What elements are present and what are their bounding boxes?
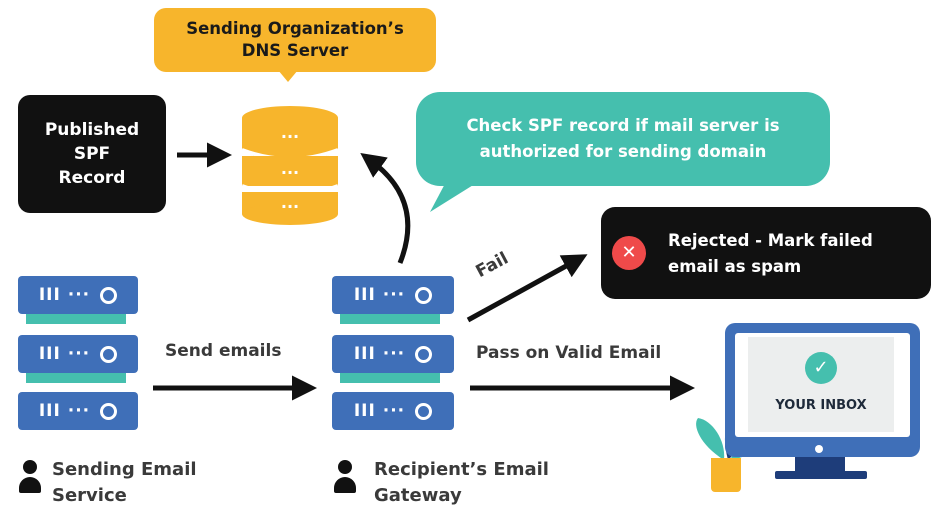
- dns-title-line1: Sending Organization’s: [186, 19, 404, 38]
- sender-connector: [26, 312, 126, 324]
- dns-title-line2: DNS Server: [241, 41, 349, 60]
- server-glyph: III ···: [38, 285, 91, 305]
- power-dot-icon: [415, 286, 433, 304]
- monitor-power-icon: [815, 445, 823, 453]
- sender-caption: Sending Email Service: [52, 457, 197, 509]
- power-dot-icon: [415, 345, 433, 363]
- power-dot-icon: [100, 286, 118, 304]
- svg-text:···: ···: [281, 197, 299, 216]
- spf-line1: Published: [44, 120, 140, 140]
- rejected-line2: email as spam: [668, 257, 802, 276]
- server-glyph: III ···: [38, 401, 91, 421]
- sender-caption-line1: Sending Email: [52, 459, 197, 480]
- power-dot-icon: [415, 402, 433, 420]
- arrow-fail: [466, 254, 588, 323]
- spf-record-box: Published SPF Record: [18, 95, 166, 213]
- send-emails-label: Send emails: [165, 341, 282, 361]
- check-icon: ✓: [805, 352, 837, 384]
- gateway-caption: Recipient’s Email Gateway: [374, 457, 549, 509]
- plant-pot: [711, 458, 741, 492]
- svg-text:···: ···: [281, 127, 299, 146]
- sender-caption-line2: Service: [52, 485, 127, 506]
- gateway-server-unit: III ···: [332, 335, 454, 373]
- close-icon: ✕: [612, 236, 646, 270]
- check-line1: Check SPF record if mail server is: [466, 116, 780, 135]
- dns-bubble-tail: [278, 70, 298, 82]
- arrow-gateway-to-dns: [360, 152, 411, 264]
- check-bubble-tail: [430, 178, 478, 212]
- gateway-caption-line2: Gateway: [374, 485, 462, 506]
- power-dot-icon: [100, 402, 118, 420]
- rejected-line1: Rejected - Mark failed: [668, 231, 873, 250]
- dns-server-label: Sending Organization’s DNS Server: [154, 8, 436, 72]
- sender-server-unit: III ···: [18, 276, 138, 314]
- gateway-connector: [340, 371, 440, 383]
- check-line2: authorized for sending domain: [479, 142, 767, 161]
- server-glyph: III ···: [353, 285, 406, 305]
- spf-line2: SPF: [73, 144, 111, 164]
- check-spf-bubble: Check SPF record if mail server is autho…: [416, 92, 830, 186]
- power-dot-icon: [100, 345, 118, 363]
- server-glyph: III ···: [38, 344, 91, 364]
- gateway-server-unit: III ···: [332, 276, 454, 314]
- server-glyph: III ···: [353, 344, 406, 364]
- monitor-stand: [795, 457, 845, 473]
- database-icon: ··· ··· ···: [241, 106, 339, 225]
- svg-text:···: ···: [281, 163, 299, 182]
- server-glyph: III ···: [353, 401, 406, 421]
- person-icon: [23, 460, 37, 474]
- person-icon-body: [334, 477, 356, 493]
- sender-server-unit: III ···: [18, 335, 138, 373]
- monitor-base: [775, 471, 867, 479]
- rejected-box: [601, 207, 931, 299]
- plant-leaf-1: [696, 418, 725, 460]
- pass-label: Pass on Valid Email: [476, 343, 662, 363]
- spf-line3: Record: [58, 168, 126, 188]
- rejected-text: Rejected - Mark failed email as spam: [668, 228, 928, 280]
- person-icon: [338, 460, 352, 474]
- sender-server-unit: III ···: [18, 392, 138, 430]
- gateway-server-unit: III ···: [332, 392, 454, 430]
- inbox-label: YOUR INBOX: [775, 398, 867, 413]
- gateway-connector: [340, 312, 440, 324]
- gateway-caption-line1: Recipient’s Email: [374, 459, 549, 480]
- person-icon-body: [19, 477, 41, 493]
- sender-connector: [26, 371, 126, 383]
